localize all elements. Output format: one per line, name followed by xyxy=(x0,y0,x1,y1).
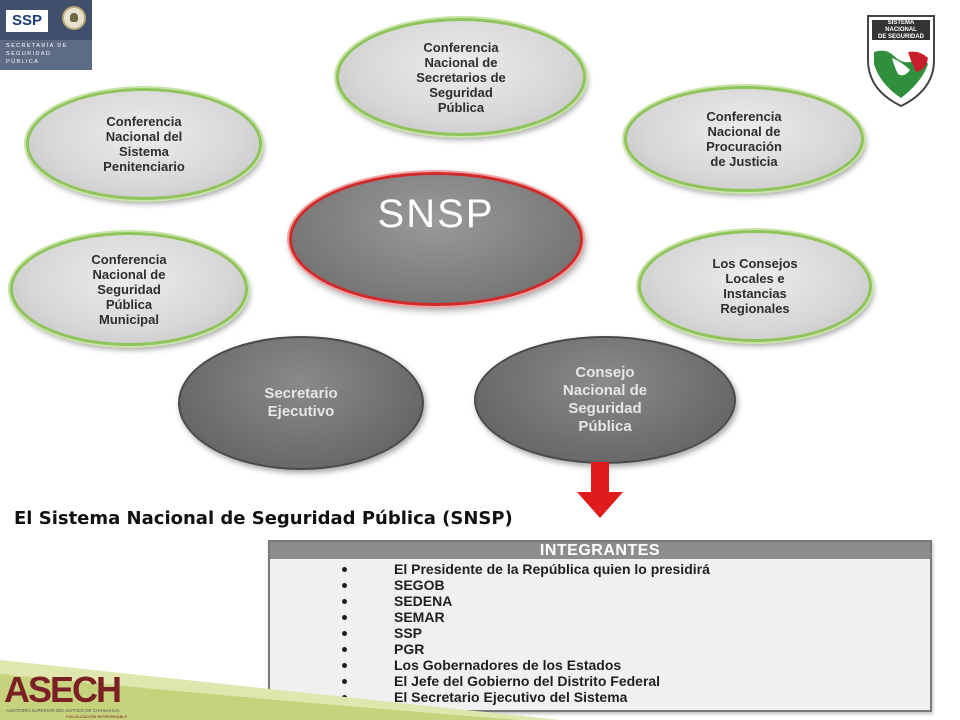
asech-wordmark: ASECH xyxy=(4,669,122,710)
list-item-label: El Secretario Ejecutivo del Sistema xyxy=(394,689,628,705)
node-snsp-center: SNSP xyxy=(289,172,583,306)
node-label: Conferencia Nacional de Procuración de J… xyxy=(706,109,782,169)
list-item-label: PGR xyxy=(394,641,425,657)
snsp-shield-logo: SISTEMA NACIONAL DE SEGURIDAD PÚBLICA xyxy=(864,12,938,108)
list-item-label: SSP xyxy=(394,625,423,641)
asech-subtitle: AUDITORÍA SUPERIOR DEL ESTADO DE CHIHUAH… xyxy=(6,708,120,713)
page-caption: El Sistema Nacional de Seguridad Pública… xyxy=(14,508,513,529)
list-item-label: El Jefe del Gobierno del Distrito Federa… xyxy=(394,673,661,689)
node-label: Secretario Ejecutivo xyxy=(264,385,338,420)
node-conferencia-secretarios: Conferencia Nacional de Secretarios de S… xyxy=(336,18,586,136)
integrantes-header: INTEGRANTES xyxy=(270,542,930,559)
node-label: Conferencia Nacional de Secretarios de S… xyxy=(416,39,506,115)
ssp-full-name: SECRETARÍA DE SEGURIDAD PÚBLICA xyxy=(6,43,68,65)
bullet-icon xyxy=(342,647,347,652)
integrantes-list: El Presidente de la República quien lo p… xyxy=(270,559,930,705)
list-item: El Jefe del Gobierno del Distrito Federa… xyxy=(270,673,930,689)
bullet-icon xyxy=(342,615,347,620)
node-conferencia-procuracion: Conferencia Nacional de Procuración de J… xyxy=(624,86,864,192)
bullet-icon xyxy=(342,631,347,636)
list-item: SSP xyxy=(270,625,930,641)
list-item-label: Los Gobernadores de los Estados xyxy=(394,657,622,673)
list-item: Los Gobernadores de los Estados xyxy=(270,657,930,673)
down-arrow-icon xyxy=(577,462,623,518)
node-conferencia-municipal: Conferencia Nacional de Seguridad Públic… xyxy=(10,232,248,346)
ssp-logo: SSP SECRETARÍA DE SEGURIDAD PÚBLICA xyxy=(0,0,92,70)
asech-tagline: FISCALIZACIÓN RESPONSABLE xyxy=(66,714,128,719)
node-consejo-nacional: Consejo Nacional de Seguridad Pública xyxy=(474,336,736,464)
list-item: SEGOB xyxy=(270,577,930,593)
snsp-shield-text: SISTEMA NACIONAL DE SEGURIDAD PÚBLICA xyxy=(877,20,924,47)
node-conferencia-penitenciario: Conferencia Nacional del Sistema Peniten… xyxy=(26,88,262,200)
list-item-label: SEDENA xyxy=(394,593,453,609)
bullet-icon xyxy=(342,663,347,668)
list-item-label: SEGOB xyxy=(394,577,445,593)
center-label: SNSP xyxy=(377,191,495,236)
list-item: SEDENA xyxy=(270,593,930,609)
shield-icon xyxy=(867,15,935,108)
node-label: Consejo Nacional de Seguridad Pública xyxy=(562,364,648,435)
node-secretario-ejecutivo: Secretario Ejecutivo xyxy=(178,336,424,470)
asech-logo: ASECH AUDITORÍA SUPERIOR DEL ESTADO DE C… xyxy=(4,669,144,720)
node-label: Conferencia Nacional de Seguridad Públic… xyxy=(91,251,167,327)
node-consejos-locales: Los Consejos Locales e Instancias Region… xyxy=(638,230,872,342)
list-item-label: SEMAR xyxy=(394,609,445,625)
list-item-label: El Presidente de la República quien lo p… xyxy=(394,561,710,577)
node-label: Los Consejos Locales e Instancias Region… xyxy=(712,256,798,316)
bullet-icon xyxy=(342,599,347,604)
integrantes-table: INTEGRANTES El Presidente de la Repúblic… xyxy=(268,540,932,712)
bullet-icon xyxy=(342,567,347,572)
mexico-seal-icon xyxy=(62,6,86,30)
list-item: El Presidente de la República quien lo p… xyxy=(270,561,930,577)
list-item: PGR xyxy=(270,641,930,657)
node-label: Conferencia Nacional del Sistema Peniten… xyxy=(103,114,185,174)
ssp-abbr: SSP xyxy=(6,10,48,32)
list-item: SEMAR xyxy=(270,609,930,625)
bullet-icon xyxy=(342,583,347,588)
footer-band xyxy=(0,660,560,720)
bullet-icon xyxy=(342,679,347,684)
